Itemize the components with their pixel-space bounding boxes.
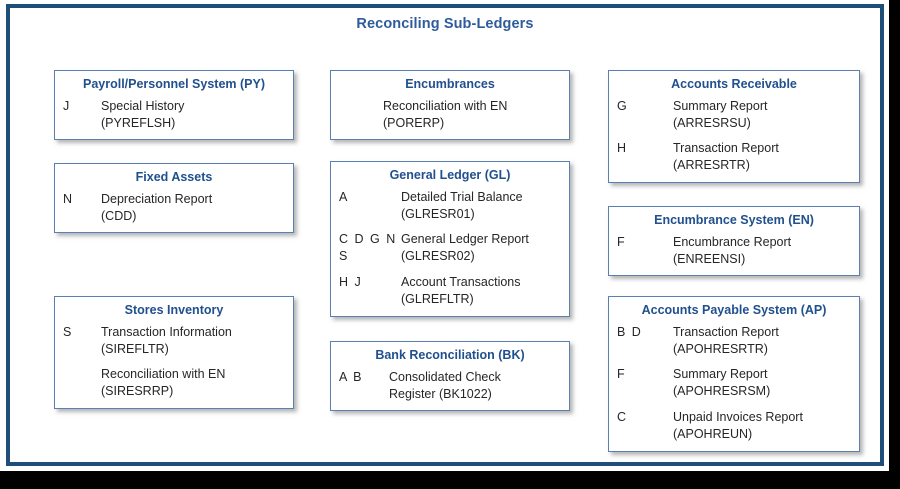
- report-program: (PORERP): [383, 115, 445, 130]
- page-title: Reconciling Sub-Ledgers: [356, 16, 534, 32]
- card-title: Encumbrances: [405, 77, 495, 91]
- report-entry: Reconciliation with EN (PORERP): [339, 98, 561, 132]
- report-program: (SIREFLTR): [101, 341, 169, 356]
- report-code: B D: [617, 324, 643, 339]
- report-entry: H J Account Transactions (GLREFLTR): [339, 274, 561, 308]
- report-name: Reconciliation with EN: [383, 98, 508, 113]
- report-name: Special History: [101, 98, 185, 113]
- card-title: Payroll/Personnel System (PY): [82, 77, 265, 91]
- card-encumbrances[interactable]: Encumbrances Reconciliation with EN (POR…: [330, 70, 570, 141]
- report-program: (ARRESRSU): [673, 115, 751, 130]
- card-title: Encumbrance System (EN): [654, 213, 814, 227]
- card-payroll-personnel-system[interactable]: Payroll/Personnel System (PY) J Special …: [54, 70, 294, 141]
- report-entry: A Detailed Trial Balance (GLRESR01): [339, 189, 561, 223]
- report-program: (APOHREUN): [673, 427, 753, 441]
- report-program: (GLRESR02): [401, 249, 475, 264]
- report-name: Summary Report: [673, 367, 768, 382]
- report-name: Detailed Trial Balance: [401, 189, 523, 204]
- report-code: C D G N S: [339, 232, 397, 264]
- report-description: Detailed Trial Balance (GLRESR01): [401, 189, 561, 223]
- report-program: (CDD): [101, 208, 137, 223]
- card-title: Accounts Payable System (AP): [641, 303, 827, 317]
- report-code: G: [617, 98, 629, 113]
- diagram-frame: Reconciling Sub-Ledgers Payroll/Personne…: [6, 4, 884, 466]
- report-description: Transaction Report (ARRESRTR): [673, 140, 851, 174]
- report-code: H J: [339, 275, 363, 290]
- report-program: (APOHRESRSM): [673, 384, 771, 399]
- report-entry: F Encumbrance Report (ENREENSI): [617, 234, 851, 268]
- card-title: Fixed Assets: [135, 170, 213, 184]
- report-code: J: [63, 98, 71, 113]
- report-entry: G Summary Report (ARRESRSU): [617, 98, 851, 132]
- card-title: Stores Inventory: [124, 303, 224, 317]
- report-program: (ENREENSI): [673, 251, 746, 266]
- report-description: Summary Report (ARRESRSU): [673, 98, 851, 132]
- card-title: General Ledger (GL): [389, 168, 511, 182]
- report-entry: C D G N S General Ledger Report (GLRESR0…: [339, 231, 561, 265]
- report-code: A B: [339, 369, 363, 384]
- report-program: (APOHRESRTR): [673, 341, 768, 356]
- report-name: Consolidated Check: [389, 369, 501, 384]
- report-program: (GLRESR01): [401, 206, 475, 221]
- report-code: A: [339, 189, 349, 204]
- report-description: Transaction Report (APOHRESRTR): [673, 324, 851, 358]
- report-description: Reconciliation with EN (SIRESRRP): [101, 366, 285, 400]
- report-name: Encumbrance Report: [673, 234, 792, 249]
- report-name: Reconciliation with EN: [101, 367, 226, 382]
- report-description: Special History (PYREFLSH): [101, 98, 285, 132]
- report-entry: F Summary Report (APOHRESRSM): [617, 366, 851, 400]
- report-entry: J Special History (PYREFLSH): [63, 98, 285, 132]
- report-name: Account Transactions: [401, 275, 521, 290]
- report-entry: N Depreciation Report (CDD): [63, 191, 285, 225]
- report-description: Reconciliation with EN (PORERP): [383, 98, 561, 132]
- report-description: Summary Report (APOHRESRSM): [673, 366, 851, 400]
- report-entry: H Transaction Report (ARRESRTR): [617, 140, 851, 174]
- report-entry: A B Consolidated Check Register (BK1022): [339, 369, 561, 403]
- report-program: (ARRESRTR): [673, 158, 750, 173]
- card-encumbrance-system[interactable]: Encumbrance System (EN) F Encumbrance Re…: [608, 206, 860, 277]
- card-title: Accounts Receivable: [671, 77, 797, 91]
- card-accounts-payable-system[interactable]: Accounts Payable System (AP) B D Transac…: [608, 296, 860, 452]
- report-entry: C Unpaid Invoices Report (APOHREUN): [617, 409, 851, 443]
- card-stores-inventory[interactable]: Stores Inventory S Transaction Informati…: [54, 296, 294, 410]
- card-bank-reconciliation[interactable]: Bank Reconciliation (BK) A B Consolidate…: [330, 341, 570, 412]
- report-name: Unpaid Invoices Report: [673, 410, 803, 425]
- report-code: F: [617, 234, 627, 249]
- report-program: (GLREFLTR): [401, 292, 474, 306]
- report-description: Unpaid Invoices Report (APOHREUN): [673, 409, 851, 443]
- report-code: S: [63, 324, 73, 339]
- report-name: Transaction Report: [673, 141, 779, 156]
- diagram-page: Reconciling Sub-Ledgers Payroll/Personne…: [0, 0, 889, 471]
- report-description: General Ledger Report (GLRESR02): [401, 231, 561, 265]
- report-code: C: [617, 410, 628, 425]
- report-description: Consolidated Check Register (BK1022): [389, 369, 561, 403]
- card-fixed-assets[interactable]: Fixed Assets N Depreciation Report (CDD): [54, 163, 294, 234]
- report-code: F: [617, 367, 627, 382]
- report-name: Depreciation Report: [101, 191, 213, 206]
- report-name: Transaction Report: [673, 324, 779, 339]
- report-code: H: [617, 141, 628, 156]
- report-entry: S Transaction Information (SIREFLTR): [63, 324, 285, 358]
- report-name: Transaction Information: [101, 324, 232, 339]
- report-program: (PYREFLSH): [101, 115, 176, 130]
- report-code: N: [63, 191, 74, 206]
- report-name: General Ledger Report: [401, 232, 529, 247]
- report-description: Depreciation Report (CDD): [101, 191, 285, 225]
- report-program: (SIRESRRP): [101, 384, 174, 399]
- report-program: Register (BK1022): [389, 386, 492, 401]
- report-description: Transaction Information (SIREFLTR): [101, 324, 285, 358]
- card-general-ledger[interactable]: General Ledger (GL) A Detailed Trial Bal…: [330, 161, 570, 317]
- card-title: Bank Reconciliation (BK): [375, 348, 525, 362]
- report-description: Account Transactions (GLREFLTR): [401, 274, 561, 308]
- card-accounts-receivable[interactable]: Accounts Receivable G Summary Report (AR…: [608, 70, 860, 184]
- report-description: Encumbrance Report (ENREENSI): [673, 234, 851, 268]
- report-name: Summary Report: [673, 98, 768, 113]
- report-entry: Reconciliation with EN (SIRESRRP): [63, 366, 285, 400]
- report-entry: B D Transaction Report (APOHRESRTR): [617, 324, 851, 358]
